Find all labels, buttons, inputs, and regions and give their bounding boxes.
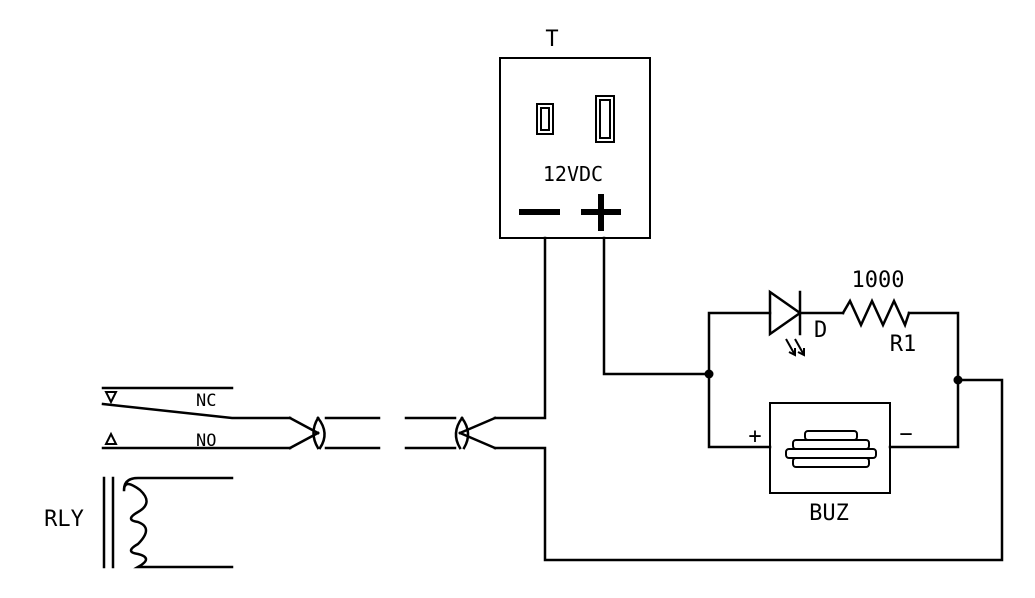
relay-no-label: NO: [196, 431, 216, 451]
relay-contacts: NC NO: [101, 386, 292, 451]
no-contact-triangle-icon: [104, 431, 118, 445]
relay-designator: RLY: [44, 507, 84, 532]
resistor-branch-wire-right: [907, 311, 960, 382]
cable-twist-left-icon: [312, 416, 320, 450]
buzzer-element-icon: [785, 430, 877, 468]
transformer-block: T 12VDC: [499, 27, 651, 239]
buzzer-wire-right: [888, 378, 960, 449]
junction-dot-left: [704, 369, 714, 379]
led-diode-triangle: [768, 289, 803, 337]
wiring: [493, 236, 1004, 562]
cable-twist-right-icon: [454, 416, 464, 450]
two-conductor-cable: [288, 416, 497, 450]
transformer-designator: T: [545, 27, 558, 52]
resistor-value: 1000: [852, 268, 905, 293]
led-designator: D: [814, 318, 827, 343]
buzzer-body: [769, 402, 891, 494]
plus-lead-wire: [602, 236, 711, 376]
return-loop-wire: [493, 378, 1004, 562]
resistor-designator: R1: [890, 332, 917, 357]
relay-coil: RLY: [44, 476, 234, 569]
buzzer-symbol: BUZ + −: [748, 402, 913, 526]
buzzer-designator: BUZ: [809, 501, 849, 526]
junction-dot-right: [953, 375, 963, 385]
nc-contact-triangle-icon: [104, 391, 118, 405]
relay-armature-wire: [101, 402, 292, 420]
resistor-symbol: 1000 R1: [841, 268, 917, 357]
relay-nc-label: NC: [196, 391, 216, 411]
transformer-plus-icon: [581, 194, 621, 231]
plug-prongs-icon: [536, 95, 615, 143]
light-arrows-icon: [785, 338, 805, 357]
minus-lead-wire: [493, 236, 547, 420]
transformer-voltage-label: 12VDC: [543, 162, 603, 186]
buzzer-plus-symbol: +: [748, 424, 761, 449]
transformer-body: [499, 57, 651, 239]
buzzer-minus-symbol: −: [899, 422, 912, 447]
led-branch-wire-left: [707, 311, 772, 376]
led-symbol: D: [768, 289, 827, 357]
buzzer-wire-left: [707, 372, 772, 449]
coil-winding-icon: [122, 476, 234, 569]
resistor-zigzag: [841, 297, 911, 329]
